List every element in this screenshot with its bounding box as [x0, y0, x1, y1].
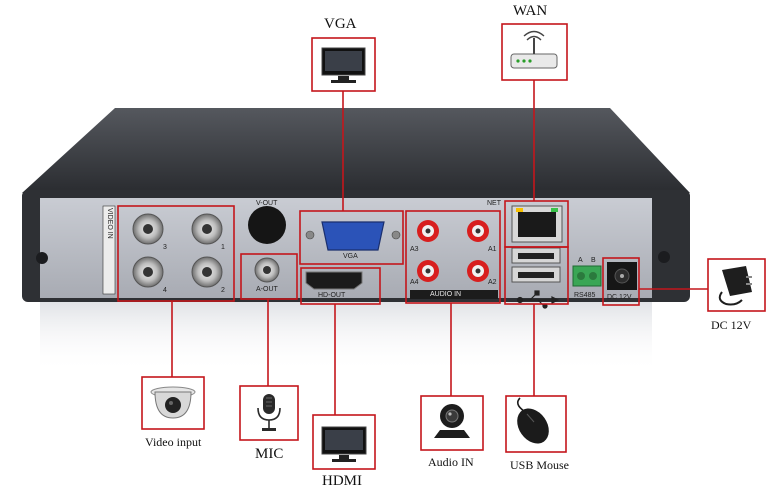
highlight-a-out — [240, 253, 298, 300]
channel-3-label: 3 — [163, 244, 167, 251]
rs485-terminal — [572, 265, 602, 287]
terminal-b-label: B — [591, 257, 596, 264]
monitor-icon — [321, 47, 366, 83]
vga-callout-label: VGA — [324, 16, 357, 32]
dvr-top-cover — [22, 108, 690, 193]
mic-callout-label: MIC — [255, 446, 284, 462]
channel-1-label: 1 — [221, 244, 225, 251]
audio-rca-a2 — [467, 260, 489, 282]
vga-port — [321, 221, 385, 251]
mouse-icon — [516, 397, 549, 444]
audio-a3-label: A3 — [410, 246, 419, 253]
net-label: NET — [487, 200, 501, 207]
video-input-callout-label: Video input — [145, 435, 202, 449]
highlight-vga — [299, 210, 404, 265]
highlight-usb — [504, 246, 569, 305]
channel-2-label: 2 — [221, 287, 225, 294]
highlight-hdmi — [300, 267, 381, 305]
hdmi-callout-label: HDMI — [322, 473, 362, 489]
audio-rca-a3 — [417, 220, 439, 242]
reflection — [40, 302, 652, 372]
bnc-connector-4 — [132, 256, 164, 288]
hdmi-port — [305, 271, 363, 290]
audio-a4-label: A4 — [410, 279, 419, 286]
highlight-dc — [602, 257, 640, 306]
router-icon — [510, 30, 558, 69]
microphone-icon — [257, 394, 281, 431]
hd-out-label: HD-OUT — [318, 292, 346, 299]
webcam-icon — [434, 404, 470, 438]
monitor-icon — [321, 426, 367, 462]
wan-callout-label: WAN — [513, 3, 548, 19]
audio-in-bar — [410, 290, 498, 299]
highlight-audio-in — [405, 210, 501, 304]
video-in-label: VIDEO IN — [106, 208, 113, 239]
audio-in-callout-label: Audio IN — [428, 455, 474, 469]
audio-a2-label: A2 — [488, 279, 497, 286]
v-out-cover — [248, 206, 286, 244]
screw — [658, 251, 670, 263]
audio-rca-a4 — [417, 260, 439, 282]
dc-callout-label: DC 12V — [711, 318, 752, 332]
channel-4-label: 4 — [163, 287, 167, 294]
video-in-strip — [102, 205, 116, 295]
usb-mouse-callout-label: USB Mouse — [510, 458, 570, 472]
power-adapter-icon — [718, 266, 752, 306]
dome-camera-icon — [150, 386, 196, 419]
vga-panel-label: VGA — [343, 253, 358, 260]
bnc-connector-2 — [191, 256, 223, 288]
usb-symbol-icon — [516, 290, 560, 309]
rs485-label: RS485 — [574, 292, 596, 299]
audio-a1-label: A1 — [488, 246, 497, 253]
a-out-label: A-OUT — [256, 286, 278, 293]
screw — [36, 252, 48, 264]
bnc-connector-3 — [132, 213, 164, 245]
terminal-a-label: A — [578, 257, 583, 264]
audio-in-panel-label: AUDIO IN — [430, 291, 462, 298]
audio-rca-a1 — [467, 220, 489, 242]
v-out-label: V-OUT — [256, 200, 278, 207]
bnc-connector-1 — [191, 213, 223, 245]
highlight-video-in — [117, 205, 235, 302]
a-out-jack — [254, 257, 280, 283]
dc12v-panel-label: DC 12V — [607, 294, 632, 301]
